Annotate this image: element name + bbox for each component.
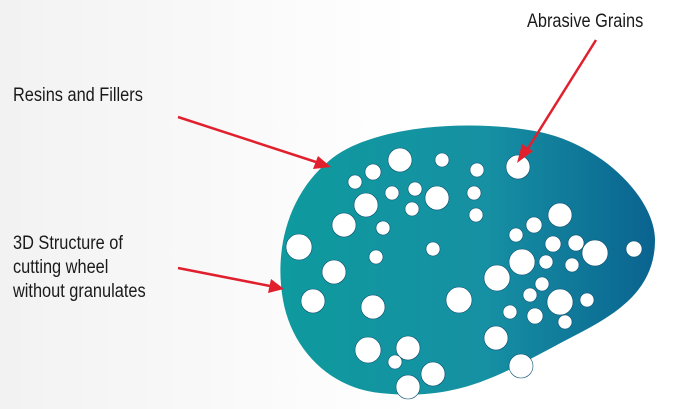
- abrasive-grain: [545, 236, 561, 252]
- abrasive-grain: [421, 362, 445, 386]
- structure-label: 3D Structure of cutting wheel without gr…: [13, 232, 146, 304]
- abrasive-grain: [506, 155, 530, 179]
- abrasive-grain: [527, 308, 543, 324]
- abrasive-grain: [535, 277, 549, 291]
- abrasive-grain: [332, 213, 356, 237]
- abrasive-grain: [548, 203, 572, 227]
- abrasive-grain: [547, 289, 573, 315]
- abrasive-grain: [568, 235, 584, 251]
- abrasive-grain: [446, 287, 472, 313]
- structure-label-line-3: without granulates: [13, 280, 146, 304]
- abrasive-grain: [526, 217, 542, 233]
- abrasive-grain: [503, 305, 517, 319]
- abrasive-grain: [396, 375, 420, 399]
- structure-label-line-1: 3D Structure of: [13, 232, 146, 256]
- abrasive-grain: [509, 228, 523, 242]
- abrasive-grain: [301, 289, 325, 313]
- arrow-3d-structure: [178, 268, 284, 293]
- abrasive-grain: [467, 186, 481, 200]
- abrasive-grain: [484, 265, 510, 291]
- abrasive-grain: [322, 260, 346, 284]
- abrasive-grain: [558, 315, 572, 329]
- abrasive-grain: [523, 288, 537, 302]
- abrasive-grain: [388, 148, 412, 172]
- abrasive-grains-label: Abrasive Grains: [527, 10, 643, 34]
- abrasive-grain: [509, 354, 533, 378]
- abrasive-grain: [369, 250, 383, 264]
- abrasive-grain: [361, 295, 385, 319]
- structure-label-line-2: cutting wheel: [13, 256, 146, 280]
- abrasive-grain: [286, 234, 312, 260]
- abrasive-grain: [582, 240, 608, 266]
- abrasive-grain: [385, 186, 399, 200]
- abrasive-grain: [484, 326, 508, 350]
- abrasive-grain: [405, 202, 419, 216]
- abrasive-grain: [509, 249, 535, 275]
- abrasive-grain: [426, 242, 440, 256]
- abrasive-grain: [565, 258, 579, 272]
- abrasive-grain: [348, 175, 362, 189]
- arrow-resins-fillers: [178, 117, 331, 169]
- abrasive-grain: [469, 208, 483, 222]
- abrasive-grain: [365, 164, 381, 180]
- abrasive-grain: [539, 255, 553, 269]
- abrasive-grain: [388, 355, 402, 369]
- abrasive-grain: [580, 293, 594, 307]
- resins-fillers-label: Resins and Fillers: [13, 84, 143, 108]
- abrasive-grain: [470, 163, 484, 177]
- abrasive-grain: [376, 221, 390, 235]
- abrasive-grain: [435, 153, 449, 167]
- abrasive-grain: [626, 241, 642, 257]
- abrasive-grain: [354, 193, 378, 217]
- abrasive-grain: [425, 186, 449, 210]
- abrasive-grain: [355, 337, 381, 363]
- abrasive-grain: [408, 182, 422, 196]
